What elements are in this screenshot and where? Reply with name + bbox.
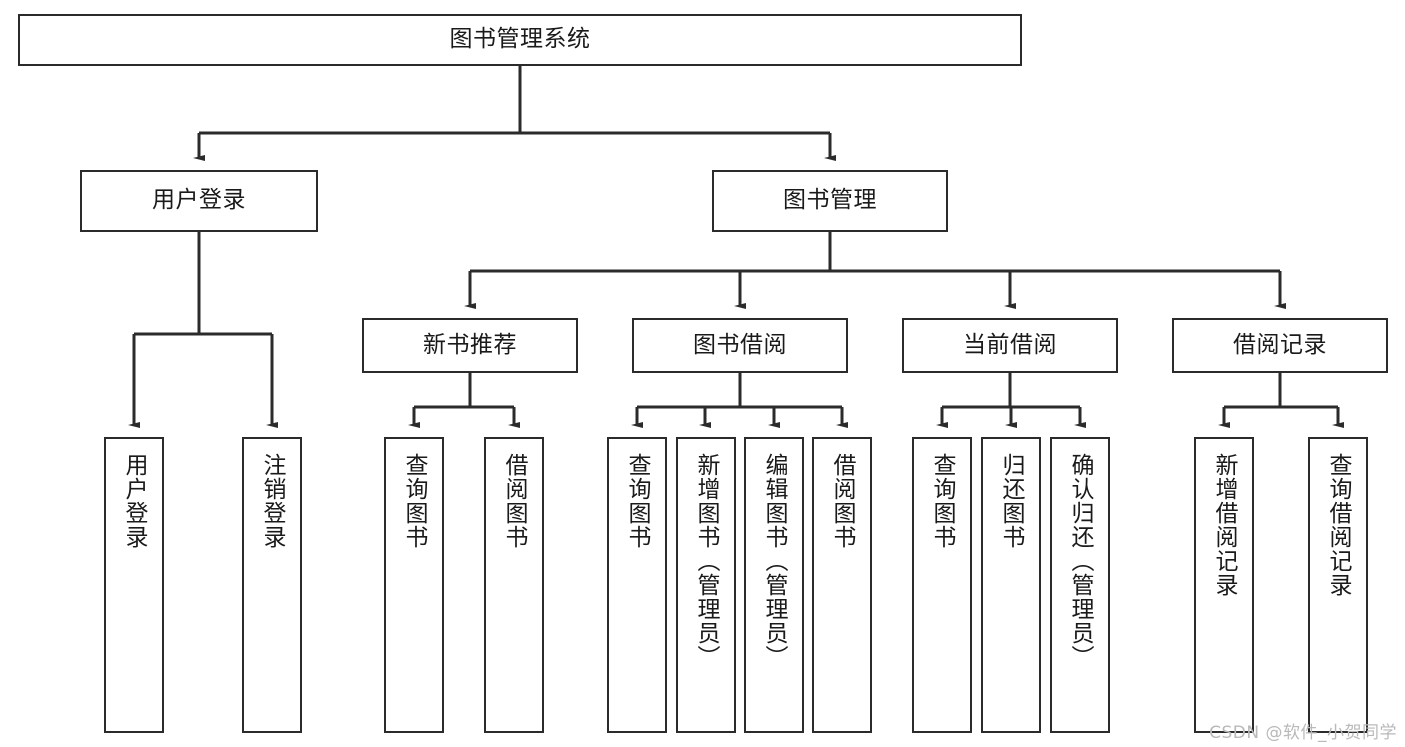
leaf-query-book-3-label: 查询图书 <box>929 453 956 549</box>
watermark-text: CSDN @软件_小贺同学 <box>1209 723 1397 743</box>
node-current-borrow-label: 当前借阅 <box>963 331 1057 358</box>
leaf-borrow-book-1[interactable]: 借阅图书 <box>484 437 544 733</box>
leaf-query-book-3[interactable]: 查询图书 <box>912 437 972 733</box>
leaf-edit-book[interactable]: 编辑图书（管理员） <box>744 437 804 733</box>
leaf-query-borrow-record-label: 查询借阅记录 <box>1325 453 1352 597</box>
leaf-confirm-return-label: 确认归还（管理员） <box>1067 453 1094 669</box>
node-current-borrow[interactable]: 当前借阅 <box>902 318 1118 373</box>
leaf-add-book[interactable]: 新增图书（管理员） <box>676 437 736 733</box>
node-user-login-label: 用户登录 <box>152 187 246 214</box>
node-book-borrow[interactable]: 图书借阅 <box>632 318 848 373</box>
leaf-add-borrow-record[interactable]: 新增借阅记录 <box>1194 437 1254 733</box>
node-book-management-label: 图书管理 <box>783 187 877 214</box>
node-book-borrow-label: 图书借阅 <box>693 331 787 358</box>
node-borrow-record[interactable]: 借阅记录 <box>1172 318 1388 373</box>
leaf-confirm-return[interactable]: 确认归还（管理员） <box>1050 437 1110 733</box>
leaf-query-book-2[interactable]: 查询图书 <box>607 437 667 733</box>
node-new-book-recommend[interactable]: 新书推荐 <box>362 318 578 373</box>
leaf-add-book-label: 新增图书（管理员） <box>693 453 720 669</box>
node-user-login[interactable]: 用户登录 <box>80 170 318 232</box>
leaf-query-book-1[interactable]: 查询图书 <box>384 437 444 733</box>
node-borrow-record-label: 借阅记录 <box>1233 331 1327 358</box>
leaf-borrow-book-2-label: 借阅图书 <box>829 453 856 549</box>
leaf-edit-book-label: 编辑图书（管理员） <box>761 453 788 669</box>
leaf-query-book-2-label: 查询图书 <box>624 453 651 549</box>
node-root[interactable]: 图书管理系统 <box>18 14 1022 66</box>
leaf-borrow-book-1-label: 借阅图书 <box>501 453 528 549</box>
node-root-label: 图书管理系统 <box>449 26 591 53</box>
leaf-borrow-book-2[interactable]: 借阅图书 <box>812 437 872 733</box>
leaf-user-login[interactable]: 用户登录 <box>104 437 164 733</box>
leaf-user-logout[interactable]: 注销登录 <box>242 437 302 733</box>
leaf-user-logout-label: 注销登录 <box>259 453 286 549</box>
leaf-return-book-label: 归还图书 <box>998 453 1025 549</box>
leaf-query-book-1-label: 查询图书 <box>401 453 428 549</box>
leaf-add-borrow-record-label: 新增借阅记录 <box>1211 453 1238 597</box>
node-book-management[interactable]: 图书管理 <box>712 170 948 232</box>
leaf-user-login-label: 用户登录 <box>121 453 148 549</box>
node-new-book-recommend-label: 新书推荐 <box>423 331 517 358</box>
leaf-return-book[interactable]: 归还图书 <box>981 437 1041 733</box>
leaf-query-borrow-record[interactable]: 查询借阅记录 <box>1308 437 1368 733</box>
